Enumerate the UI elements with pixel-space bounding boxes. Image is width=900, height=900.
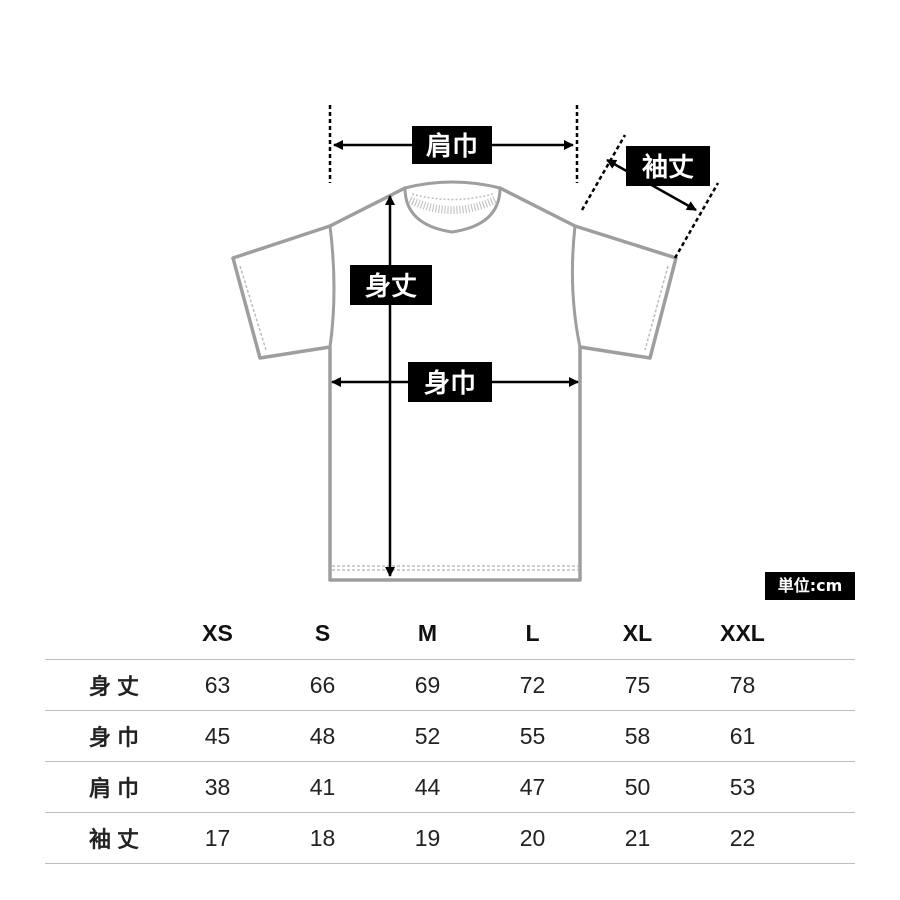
row-label: 身丈: [45, 659, 165, 711]
table-row: 身丈 63 66 69 72 75 78: [45, 659, 855, 711]
table-cell: 61: [690, 710, 795, 762]
body-width-indicator: 身巾: [331, 362, 579, 402]
table-cell: 45: [165, 710, 270, 762]
size-header: L: [525, 620, 540, 646]
row-label: 袖丈: [45, 812, 165, 864]
table-cell: 41: [270, 761, 375, 813]
table-cell: 72: [480, 659, 585, 711]
table-cell: 66: [270, 659, 375, 711]
table-cell: 78: [690, 659, 795, 711]
spacer-cell: [795, 659, 855, 711]
table-cell: 19: [375, 812, 480, 864]
tshirt-measurement-diagram: 肩巾 袖丈 身丈 身巾: [231, 105, 720, 582]
length-label: 身丈: [365, 271, 417, 302]
table-cell: 58: [585, 710, 690, 762]
row-label: 肩巾: [45, 761, 165, 813]
row-label: 身巾: [45, 710, 165, 762]
table-cell: 52: [375, 710, 480, 762]
table-cell: 17: [165, 812, 270, 864]
table-row: 袖丈 17 18 19 20 21 22: [45, 812, 855, 864]
table-cell: 18: [270, 812, 375, 864]
table-cell: 69: [375, 659, 480, 711]
size-header-row: XS S M L XL XXL: [45, 608, 855, 660]
spacer-cell: [795, 710, 855, 762]
table-cell: 38: [165, 761, 270, 813]
corner-cell: [45, 608, 165, 660]
table-row: 肩巾 38 41 44 47 50 53: [45, 761, 855, 813]
unit-badge: 単位:cm: [765, 572, 855, 600]
table-cell: 75: [585, 659, 690, 711]
table-cell: 50: [585, 761, 690, 813]
table-row: 身巾 45 48 52 55 58 61: [45, 710, 855, 762]
table-cell: 48: [270, 710, 375, 762]
size-header: XS: [202, 620, 233, 646]
table-cell: 22: [690, 812, 795, 864]
table-cell: 63: [165, 659, 270, 711]
size-chart-table: XS S M L XL XXL 身丈 63 66 69 72 75 78 身巾 …: [45, 608, 855, 864]
table-cell: 21: [585, 812, 690, 864]
sleeve-label-box: [626, 146, 710, 186]
width-label: 身巾: [424, 368, 476, 399]
size-header: M: [417, 620, 438, 646]
sleeve-length-indicator: 袖丈: [580, 134, 720, 259]
spacer-cell: [795, 608, 855, 660]
spacer-cell: [795, 812, 855, 864]
shoulder-label: 肩巾: [426, 131, 478, 162]
shoulder-label-box: [412, 126, 492, 164]
size-header: XL: [622, 620, 653, 646]
width-label-box: [408, 362, 492, 402]
sleeve-label: 袖丈: [642, 152, 694, 183]
table-cell: 47: [480, 761, 585, 813]
length-label-box: [350, 265, 432, 305]
size-header: XXL: [720, 620, 765, 646]
size-header: S: [314, 620, 331, 646]
table-cell: 53: [690, 761, 795, 813]
table-cell: 55: [480, 710, 585, 762]
spacer-cell: [795, 761, 855, 813]
table-cell: 20: [480, 812, 585, 864]
table-cell: 44: [375, 761, 480, 813]
shoulder-width-indicator: 肩巾: [328, 105, 579, 183]
